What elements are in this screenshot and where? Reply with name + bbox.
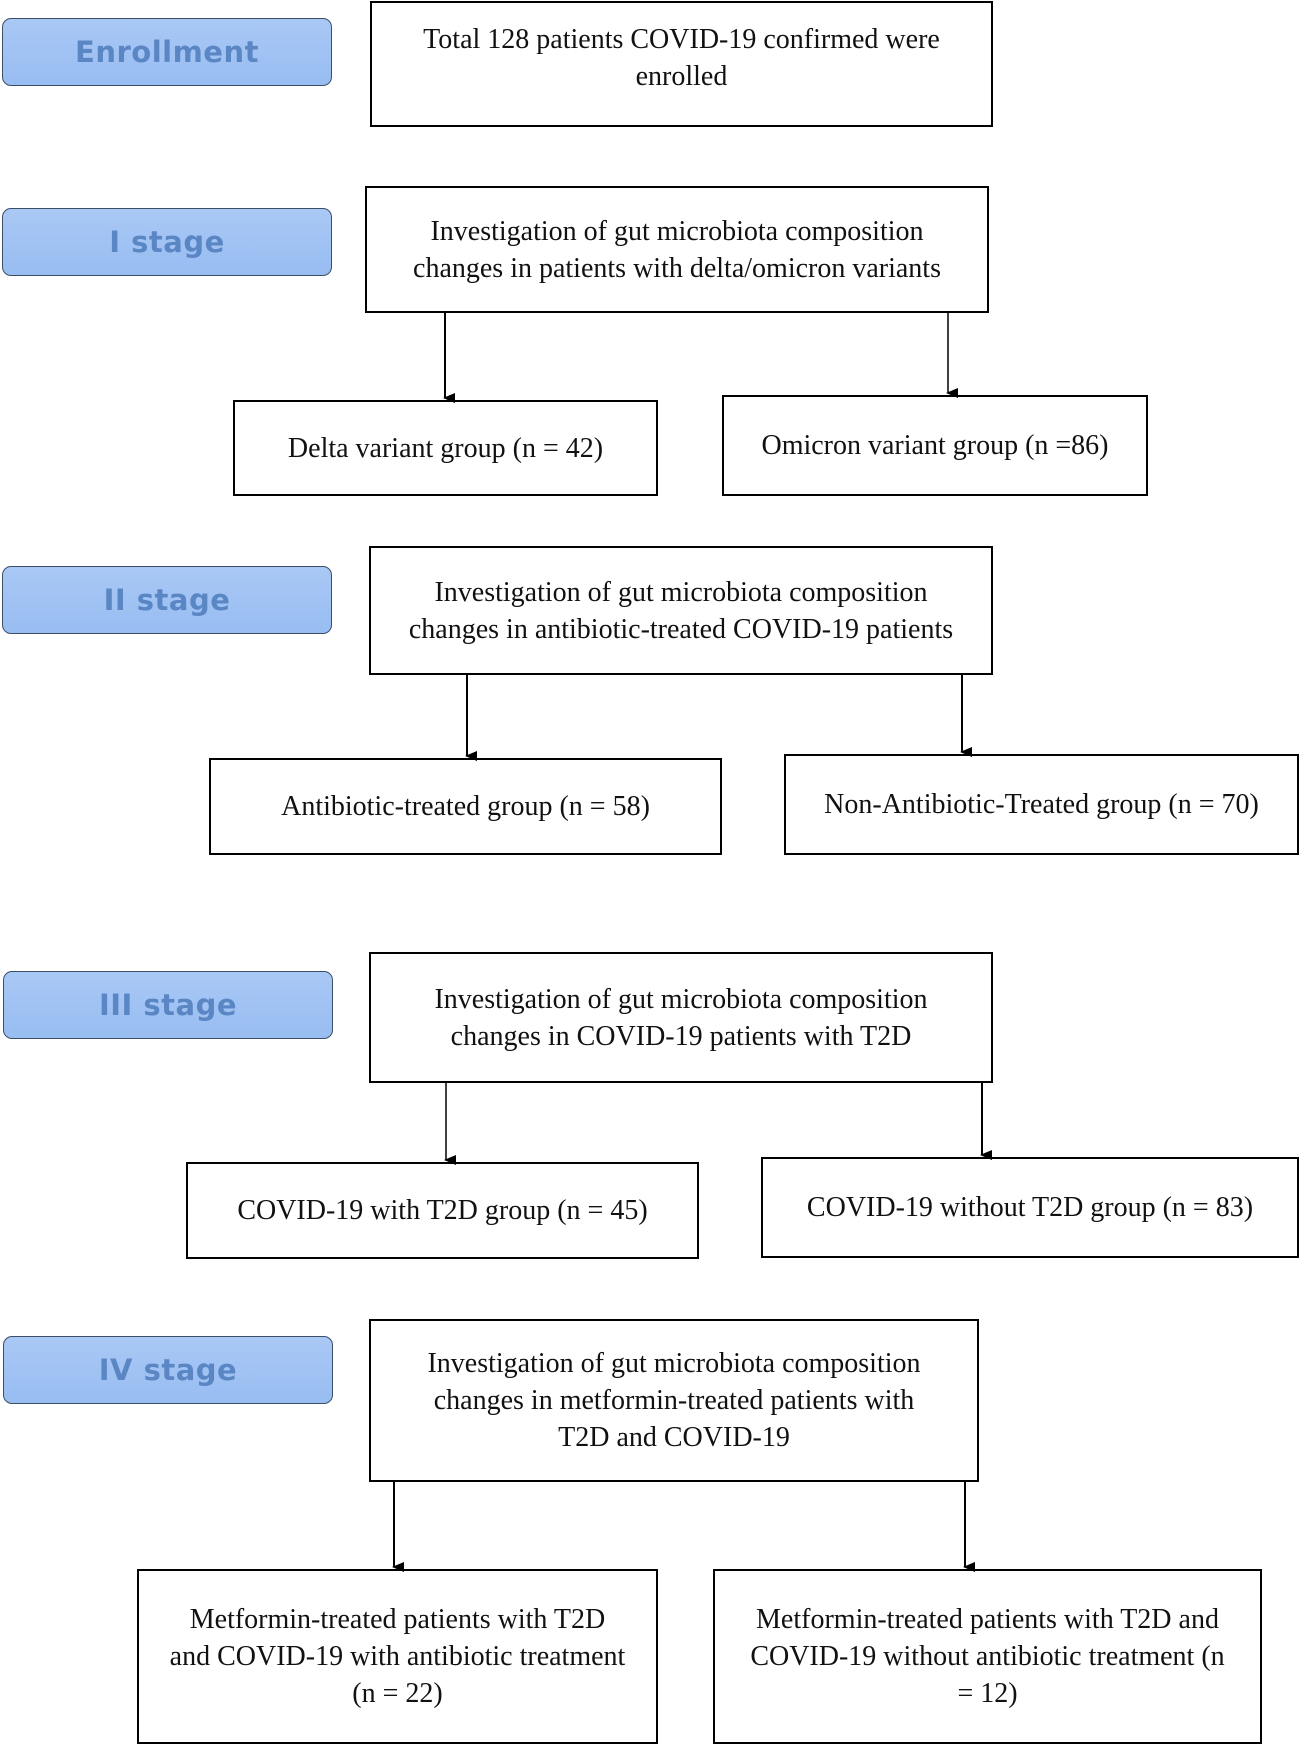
stage-1-left-box: Delta variant group (n = 42) xyxy=(233,400,658,496)
stage-4-main-box: Investigation of gut microbiota composit… xyxy=(369,1319,979,1482)
stage-3-right-box: COVID-19 without T2D group (n = 83) xyxy=(761,1157,1299,1258)
stage-label-stage-2: II stage xyxy=(2,566,332,634)
stage-label-stage-3: III stage xyxy=(3,971,333,1039)
stage-label-stage-4: IV stage xyxy=(3,1336,333,1404)
stage-label-enrollment: Enrollment xyxy=(2,18,332,86)
stage-3-left-box: COVID-19 with T2D group (n = 45) xyxy=(186,1162,699,1259)
stage-1-main-box: Investigation of gut microbiota composit… xyxy=(365,186,989,313)
stage-3-main-box: Investigation of gut microbiota composit… xyxy=(369,952,993,1083)
stage-2-main-box: Investigation of gut microbiota composit… xyxy=(369,546,993,675)
stage-2-left-box: Antibiotic-treated group (n = 58) xyxy=(209,758,722,855)
enrollment-box: Total 128 patients COVID-19 confirmed we… xyxy=(370,1,993,127)
stage-2-right-box: Non-Antibiotic-Treated group (n = 70) xyxy=(784,754,1299,855)
stage-4-right-box: Metformin-treated patients with T2D and … xyxy=(713,1569,1262,1744)
stage-1-right-box: Omicron variant group (n =86) xyxy=(722,395,1148,496)
stage-label-stage-1: I stage xyxy=(2,208,332,276)
